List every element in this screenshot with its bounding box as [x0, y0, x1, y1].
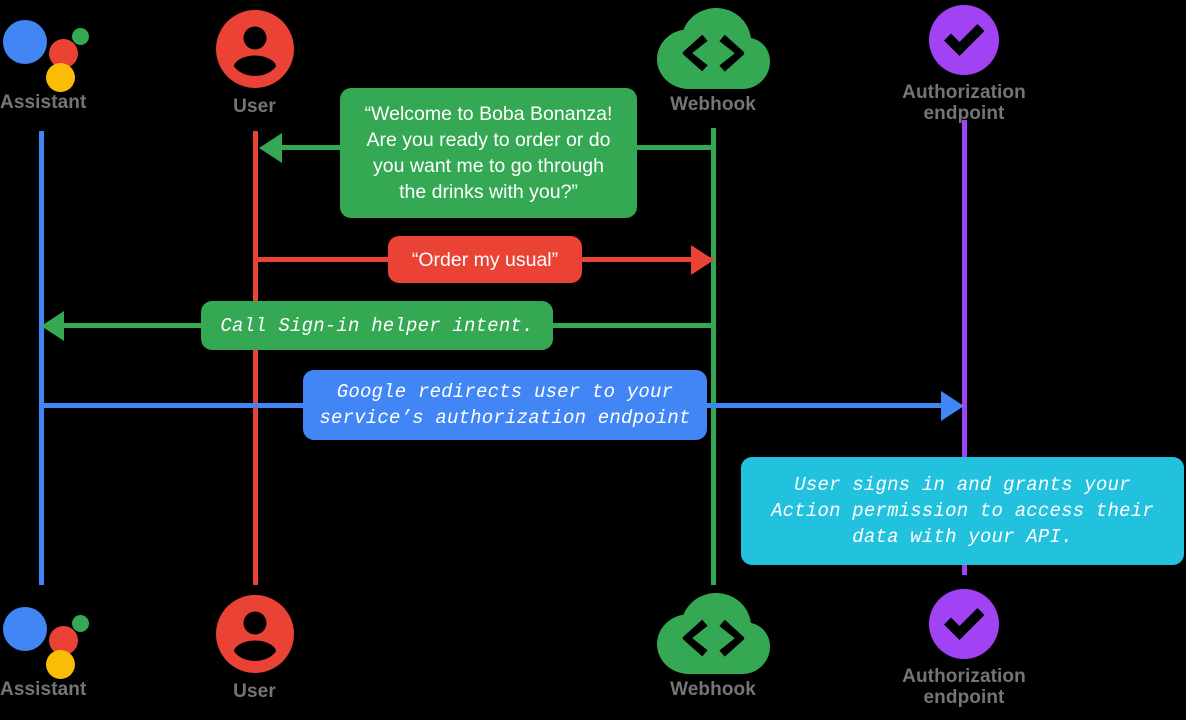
purple-check-circle-icon: [929, 589, 999, 659]
arrowhead-order-my-usual: [691, 245, 714, 275]
message-google-redirect-text: Google redirects user to your service’s …: [319, 381, 691, 429]
arrowhead-call-signin-helper: [41, 311, 64, 341]
actor-authorization-bottom: Authorization endpoint: [880, 589, 1048, 708]
actor-assistant-top: Assistant: [0, 8, 95, 113]
lifeline-authorization: [962, 120, 967, 575]
assistant-dot-blue: [3, 607, 47, 651]
assistant-dot-green: [72, 615, 89, 632]
actor-label-assistant: Assistant: [0, 92, 87, 113]
actor-label-user: User: [233, 96, 276, 117]
user-avatar-icon: [215, 10, 294, 88]
message-order-my-usual-text: “Order my usual”: [411, 248, 559, 271]
actor-label-webhook: Webhook: [670, 94, 756, 115]
lifeline-assistant: [39, 131, 44, 585]
actor-user-bottom: User: [207, 595, 302, 702]
message-user-signs-in: User signs in and grants your Action per…: [741, 457, 1184, 565]
message-call-signin-helper-text: Call Sign-in helper intent.: [220, 314, 534, 337]
user-avatar-icon: [215, 595, 294, 673]
message-google-redirect: Google redirects user to your service’s …: [303, 370, 707, 440]
actor-label-authorization: Authorization endpoint: [902, 666, 1026, 708]
actor-label-assistant: Assistant: [0, 679, 87, 700]
purple-check-circle-icon: [929, 5, 999, 75]
cloud-code-icon: [656, 8, 770, 89]
actor-label-user: User: [233, 681, 276, 702]
assistant-dot-green: [72, 28, 89, 45]
assistant-dot-yellow: [46, 650, 75, 679]
lifeline-user: [253, 131, 258, 585]
message-welcome: “Welcome to Boba Bonanza! Are you ready …: [340, 88, 637, 218]
arrowhead-welcome: [259, 133, 282, 163]
assistant-dot-yellow: [46, 63, 75, 92]
actor-webhook-bottom: Webhook: [650, 593, 776, 700]
actor-webhook-top: Webhook: [650, 8, 776, 115]
arrowhead-google-redirect: [941, 391, 964, 421]
message-order-my-usual: “Order my usual”: [388, 236, 582, 283]
actor-assistant-bottom: Assistant: [0, 595, 95, 700]
actor-label-webhook: Webhook: [670, 679, 756, 700]
message-welcome-text: “Welcome to Boba Bonanza! Are you ready …: [364, 103, 613, 203]
message-user-signs-in-text: User signs in and grants your Action per…: [771, 474, 1154, 548]
actor-authorization-top: Authorization endpoint: [880, 5, 1048, 124]
actor-user-top: User: [207, 10, 302, 117]
google-assistant-dots-icon: [0, 595, 90, 679]
assistant-dot-blue: [3, 20, 47, 64]
actor-label-authorization: Authorization endpoint: [902, 82, 1026, 124]
lifeline-webhook: [711, 128, 716, 585]
google-assistant-dots-icon: [0, 8, 90, 92]
message-call-signin-helper: Call Sign-in helper intent.: [201, 301, 553, 350]
cloud-code-icon: [656, 593, 770, 674]
